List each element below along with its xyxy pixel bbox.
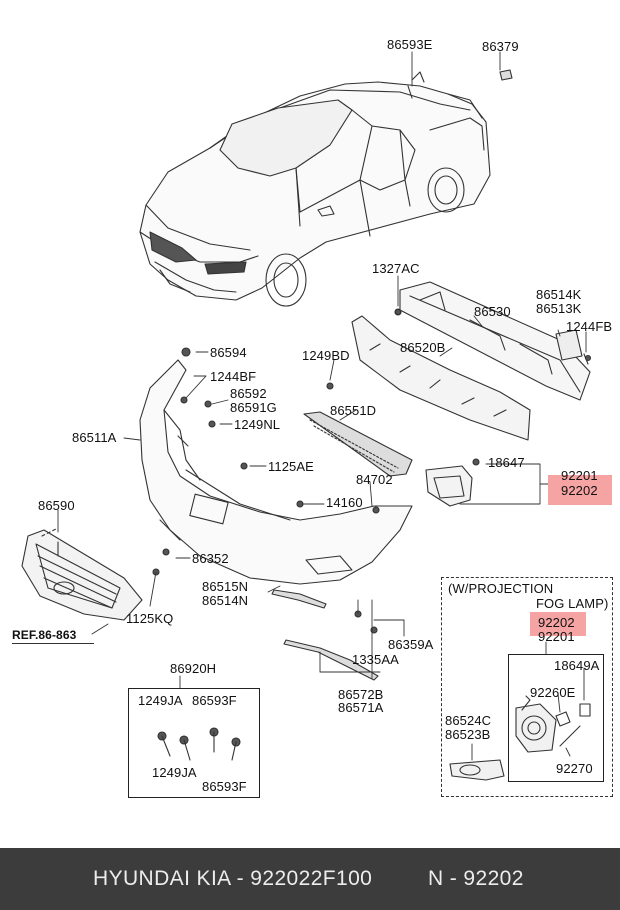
label-86572B: 86572B [338, 687, 384, 702]
label-86593F-a: 86593F [192, 693, 237, 708]
label-86920H: 86920H [170, 661, 217, 676]
label-18647: 18647 [488, 455, 525, 470]
ref-underline [12, 643, 94, 644]
label-86352: 86352 [192, 551, 229, 566]
label-86593E: 86593E [387, 37, 433, 52]
label-92201-main: 92201 [561, 468, 598, 483]
label-86530: 86530 [474, 304, 511, 319]
label-92202-projection: 92202 [538, 615, 575, 630]
leader-lines [57, 51, 587, 761]
fog-lamp [425, 465, 473, 507]
label-1244BF: 1244BF [210, 369, 257, 384]
projection-fog-lamp-detail [449, 695, 591, 781]
label-92260E: 92260E [530, 685, 576, 700]
fog-lamp-inner-box [508, 654, 604, 782]
label-86520B: 86520B [400, 340, 446, 355]
label-86594: 86594 [210, 345, 247, 360]
label-86524C: 86524C [445, 713, 492, 728]
energy-absorber [351, 315, 531, 441]
label-86551D: 86551D [330, 403, 377, 418]
label-14160: 14160 [326, 495, 363, 510]
label-1125KQ: 1125KQ [126, 611, 174, 626]
label-1249BD: 1249BD [302, 348, 350, 363]
projection-fog-lamp-box [441, 577, 613, 797]
label-1244FB: 1244FB [566, 319, 613, 334]
radiator-grille [21, 527, 143, 621]
label-1125AE: 1125AE [268, 459, 314, 474]
label-86379: 86379 [482, 39, 519, 54]
highlight-92202-main [548, 475, 612, 505]
label-86514K: 86514K [536, 287, 582, 302]
footer-bar: HYUNDAI KIA - 922022F100 N - 92202 [0, 848, 620, 910]
label-86513K: 86513K [536, 301, 582, 316]
label-1249JA-a: 1249JA [138, 693, 183, 708]
highlight-92202-projection [530, 612, 586, 636]
label-84702: 84702 [356, 472, 393, 487]
label-86571A: 86571A [338, 700, 384, 715]
label-86511A: 86511A [72, 430, 117, 445]
diagram-artwork [21, 51, 592, 781]
footer-part-number: HYUNDAI KIA - 922022F100 [93, 867, 373, 890]
label-86523B: 86523B [445, 727, 491, 742]
bumper-cover [139, 359, 413, 585]
screw-set [161, 731, 237, 761]
footer-short-number: N - 92202 [428, 867, 524, 890]
label-86593F-b: 86593F [202, 779, 247, 794]
label-86514N: 86514N [202, 593, 249, 608]
label-92202-main: 92202 [561, 483, 598, 498]
label-86515N: 86515N [202, 579, 249, 594]
label-1327AC: 1327AC [372, 261, 420, 276]
projection-title-2: FOG LAMP) [536, 596, 609, 611]
label-1335AA: 1335AA [352, 652, 399, 667]
screw-set-box [128, 688, 260, 798]
car-illustration [139, 69, 513, 307]
label-1249JA-b: 1249JA [152, 765, 197, 780]
label-86591G: 86591G [230, 400, 277, 415]
label-ref: REF.86-863 [12, 628, 77, 642]
label-18649A: 18649A [554, 658, 600, 673]
label-92270: 92270 [556, 761, 593, 776]
bumper-moulding [271, 589, 379, 681]
projection-title-1: (W/PROJECTION [448, 581, 554, 596]
label-86590: 86590 [38, 498, 75, 513]
label-92201-projection: 92201 [538, 629, 575, 644]
label-1249NL: 1249NL [234, 417, 281, 432]
label-86359A: 86359A [388, 637, 434, 652]
lower-grille [303, 411, 413, 477]
label-86592: 86592 [230, 386, 267, 401]
